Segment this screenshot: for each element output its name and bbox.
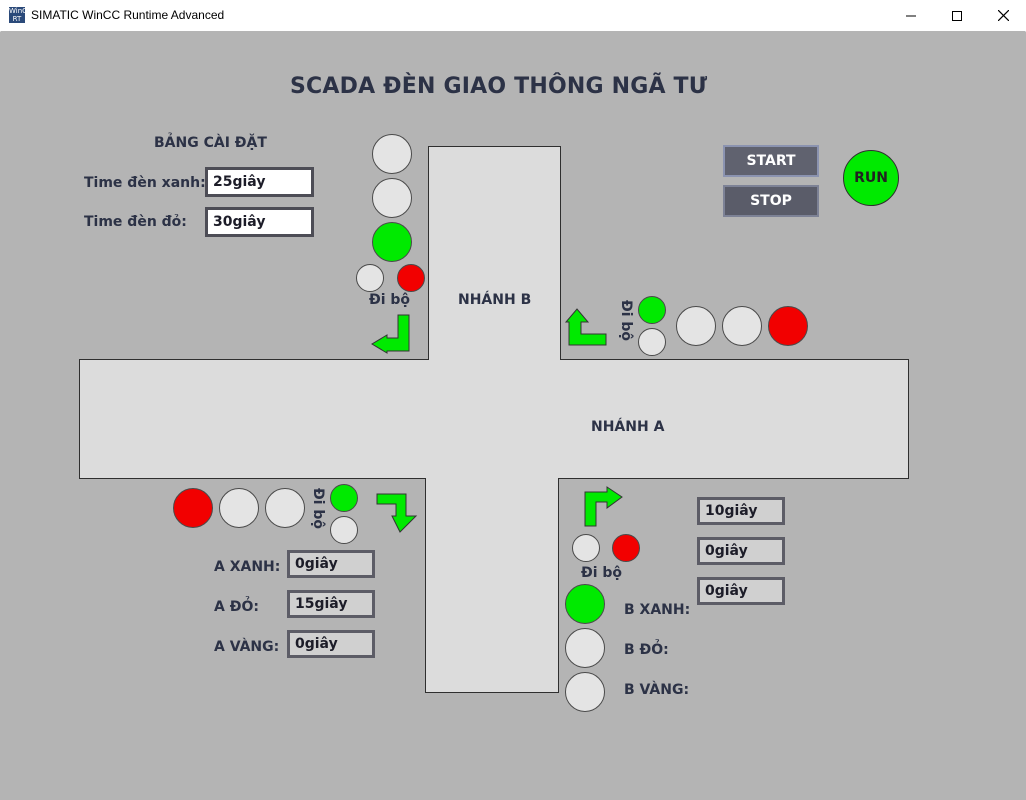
south-ped-green-lamp [572,534,600,562]
west-turn-arrow-icon [376,493,418,533]
a-yellow-label: A VÀNG: [214,639,280,655]
west-green-lamp [265,488,305,528]
b-yellow-timer: 0giây [697,577,785,605]
red-time-label: Time đèn đỏ: [84,214,187,230]
green-time-input[interactable]: 25giây [205,167,314,197]
south-turn-arrow-icon [584,486,623,527]
north-ped-red-lamp [397,264,425,292]
close-icon [997,10,1009,21]
stop-button[interactable]: STOP [723,185,819,217]
east-green-lamp [676,306,716,346]
run-indicator-label: RUN [854,170,888,186]
wincc-app-icon: WinCC RT [9,7,32,23]
road-branch-b-south [425,478,559,693]
b-red-timer: 0giây [697,537,785,565]
maximize-button[interactable] [934,0,980,31]
window-titlebar: WinCC RT SIMATIC WinCC Runtime Advanced [0,0,1026,32]
south-green-lamp [565,584,605,624]
west-ped-green-lamp [330,484,358,512]
close-button[interactable] [980,0,1026,31]
east-turn-arrow-icon [564,308,607,346]
east-ped-label: Đi bộ [618,300,634,342]
window-title: SIMATIC WinCC Runtime Advanced [31,8,225,22]
north-ped-label: Đi bộ [369,292,411,308]
a-green-timer: 0giây [287,550,375,578]
a-red-label: A ĐỎ: [214,599,259,615]
east-yellow-lamp [722,306,762,346]
page-title: SCADA ĐÈN GIAO THÔNG NGÃ TƯ [290,74,708,99]
b-yellow-label: B VÀNG: [624,682,690,698]
west-ped-label: Đi bộ [310,488,326,530]
south-red-lamp [565,628,605,668]
b-green-label: B XANH: [624,602,691,618]
a-green-label: A XANH: [214,559,281,575]
a-red-timer: 15giây [287,590,375,618]
run-indicator: RUN [843,150,899,206]
minimize-icon [906,15,916,16]
a-yellow-timer: 0giây [287,630,375,658]
start-button[interactable]: START [723,145,819,177]
east-ped-red-lamp [638,328,666,356]
minimize-button[interactable] [888,0,934,31]
road-branch-a [79,359,909,479]
east-red-lamp [768,306,808,346]
south-yellow-lamp [565,672,605,712]
south-ped-label: Đi bộ [581,565,623,581]
maximize-icon [952,10,962,21]
north-yellow-lamp [372,178,412,218]
b-red-label: B ĐỎ: [624,642,669,658]
settings-heading: BẢNG CÀI ĐẶT [154,135,267,151]
north-red-lamp [372,134,412,174]
west-ped-red-lamp [330,516,358,544]
west-yellow-lamp [219,488,259,528]
west-red-lamp [173,488,213,528]
road-branch-b-north [428,146,561,360]
south-ped-red-lamp [612,534,640,562]
road-junction-patch-south [426,474,558,482]
road-junction-patch-north [429,355,560,363]
north-green-lamp [372,222,412,262]
east-ped-green-lamp [638,296,666,324]
branch-b-label: NHÁNH B [458,292,532,308]
red-time-input[interactable]: 30giây [205,207,314,237]
branch-a-label: NHÁNH A [591,419,665,435]
green-time-label: Time đèn xanh: [84,175,206,191]
north-ped-green-lamp [356,264,384,292]
b-green-timer: 10giây [697,497,785,525]
north-turn-arrow-icon [371,314,410,354]
